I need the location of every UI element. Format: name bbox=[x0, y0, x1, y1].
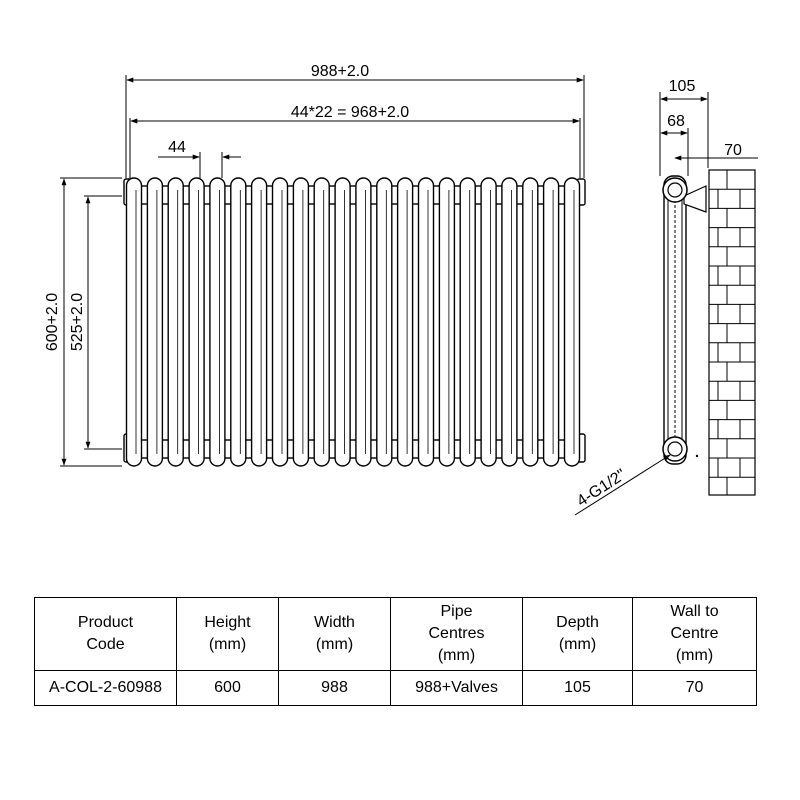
bottom-connection bbox=[662, 436, 688, 462]
radiator-front-view bbox=[123, 177, 586, 467]
column-pitch-label: 44 bbox=[168, 139, 186, 156]
spec-table: Product Code Height (mm) Width (mm) Pipe… bbox=[34, 597, 757, 706]
radiator-column bbox=[417, 177, 435, 467]
header-width: Width (mm) bbox=[278, 597, 391, 671]
radiator-column bbox=[313, 177, 330, 467]
cell-pipe-centres: 988+Valves bbox=[390, 670, 523, 706]
wall-bracket bbox=[683, 185, 707, 213]
radiator-side-view bbox=[662, 169, 756, 496]
radiator-column bbox=[271, 177, 289, 467]
header-pipe-centres: Pipe Centres (mm) bbox=[390, 597, 523, 671]
inner-depth-label: 68 bbox=[667, 113, 685, 130]
radiator-column bbox=[146, 177, 164, 467]
pipe-centres-label: 525+2.0 bbox=[69, 293, 86, 351]
radiator-column bbox=[376, 177, 393, 467]
radiator-column bbox=[522, 177, 539, 467]
radiator-column bbox=[459, 177, 476, 467]
radiator-column bbox=[334, 177, 351, 467]
cell-product-code: A-COL-2-60988 bbox=[34, 670, 177, 706]
radiator-column bbox=[438, 177, 456, 467]
radiator-column bbox=[250, 177, 268, 467]
radiator-column bbox=[209, 177, 226, 467]
cell-height: 600 bbox=[176, 670, 279, 706]
header-depth: Depth (mm) bbox=[522, 597, 633, 671]
technical-drawing: 988+2.0 44*22 = 968+2.0 44 600+2.0 525+2… bbox=[44, 63, 758, 516]
brick-wall bbox=[708, 169, 756, 496]
connection-label: 4-G1/2" bbox=[574, 466, 629, 510]
radiator-column bbox=[480, 177, 497, 467]
header-height: Height (mm) bbox=[176, 597, 279, 671]
radiator-column bbox=[501, 177, 518, 467]
header-wall-to-centre: Wall to Centre (mm) bbox=[632, 597, 757, 671]
overall-width-label: 988+2.0 bbox=[311, 63, 369, 80]
cell-width: 988 bbox=[278, 670, 391, 706]
header-product-code: Product Code bbox=[34, 597, 177, 671]
overall-height-label: 600+2.0 bbox=[44, 293, 61, 351]
radiator-column bbox=[188, 177, 205, 467]
depth-label: 105 bbox=[669, 78, 696, 95]
radiator-column bbox=[542, 177, 560, 467]
radiator-column bbox=[292, 177, 310, 467]
radiator-column bbox=[230, 177, 247, 467]
radiator-column bbox=[396, 177, 414, 467]
radiator-columns bbox=[125, 177, 581, 467]
radiator-column bbox=[563, 177, 581, 467]
radiator-column bbox=[167, 177, 184, 467]
cell-wall-to-centre: 70 bbox=[632, 670, 757, 706]
pitch-total-label: 44*22 = 968+2.0 bbox=[291, 104, 409, 121]
top-connection bbox=[662, 177, 688, 203]
radiator-column bbox=[355, 177, 372, 467]
wall-to-centre-label: 70 bbox=[724, 142, 742, 159]
radiator-column bbox=[125, 177, 143, 467]
spec-table-header-row: Product Code Height (mm) Width (mm) Pipe… bbox=[34, 597, 757, 671]
cell-depth: 105 bbox=[522, 670, 633, 706]
front-dimensions: 988+2.0 44*22 = 968+2.0 44 600+2.0 525+2… bbox=[44, 63, 585, 467]
spec-table-row: A-COL-2-60988 600 988 988+Valves 105 70 bbox=[34, 670, 757, 706]
